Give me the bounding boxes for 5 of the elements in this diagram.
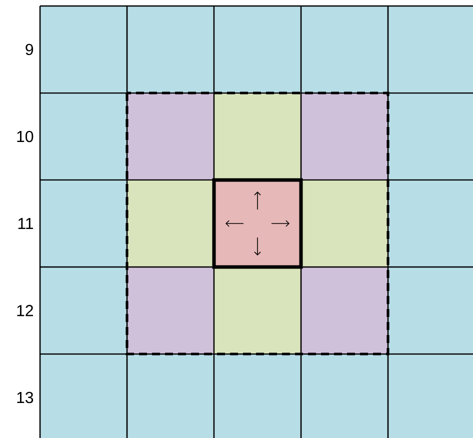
row-number: 13: [17, 392, 34, 404]
row-number: 9: [26, 44, 34, 56]
row-number: 12: [17, 304, 33, 316]
row-number: 10: [17, 130, 34, 142]
row-number: 11: [18, 218, 34, 229]
